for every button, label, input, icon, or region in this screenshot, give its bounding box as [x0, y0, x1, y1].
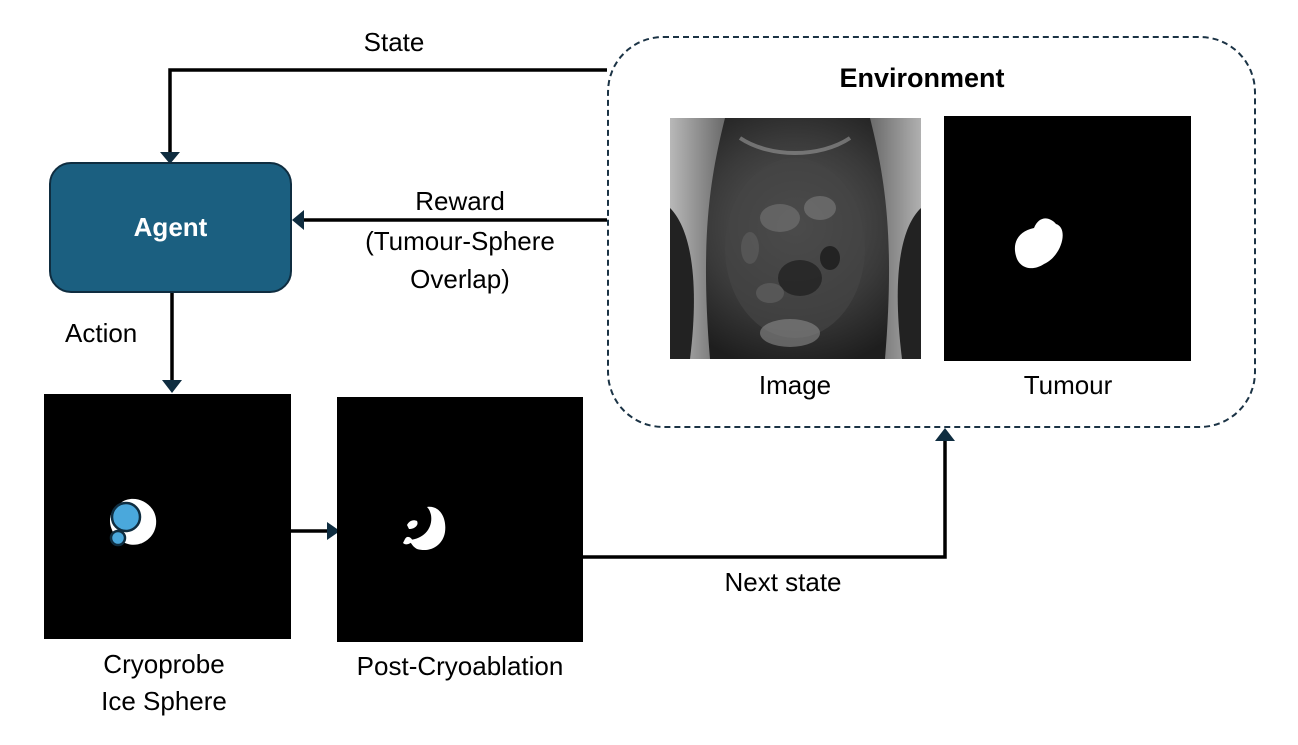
ice-sphere-small — [109, 529, 127, 547]
ice-sphere-large — [110, 501, 142, 533]
reward-detail-label: (Tumour-Sphere — [365, 226, 555, 256]
ice-sphere-label-2: Ice Sphere — [101, 686, 227, 716]
state-label: State — [363, 27, 425, 57]
state-arrow — [168, 68, 607, 152]
next-state-arrow — [583, 440, 947, 559]
tumour-mask-panel — [944, 116, 1191, 361]
reward-label: Reward — [415, 186, 505, 216]
mri-image — [670, 118, 921, 359]
ice-sphere-label: Cryoprobe — [103, 649, 225, 679]
tumour-label: Tumour — [1023, 370, 1113, 400]
environment-container — [607, 36, 1256, 428]
next-state-label: Next state — [724, 567, 842, 597]
agent-box: Agent — [49, 162, 292, 293]
tumour-shape — [1014, 218, 1063, 269]
post-cryo-label: Post-Cryoablation — [356, 651, 564, 681]
reward-detail-label-2: Overlap) — [410, 264, 510, 294]
action-label: Action — [65, 318, 138, 348]
image-label: Image — [758, 370, 832, 400]
agent-label: Agent — [133, 212, 208, 242]
environment-title: Environment — [839, 63, 1005, 93]
post-cryo-panel — [337, 397, 583, 642]
ice-sphere-panel — [44, 394, 291, 639]
